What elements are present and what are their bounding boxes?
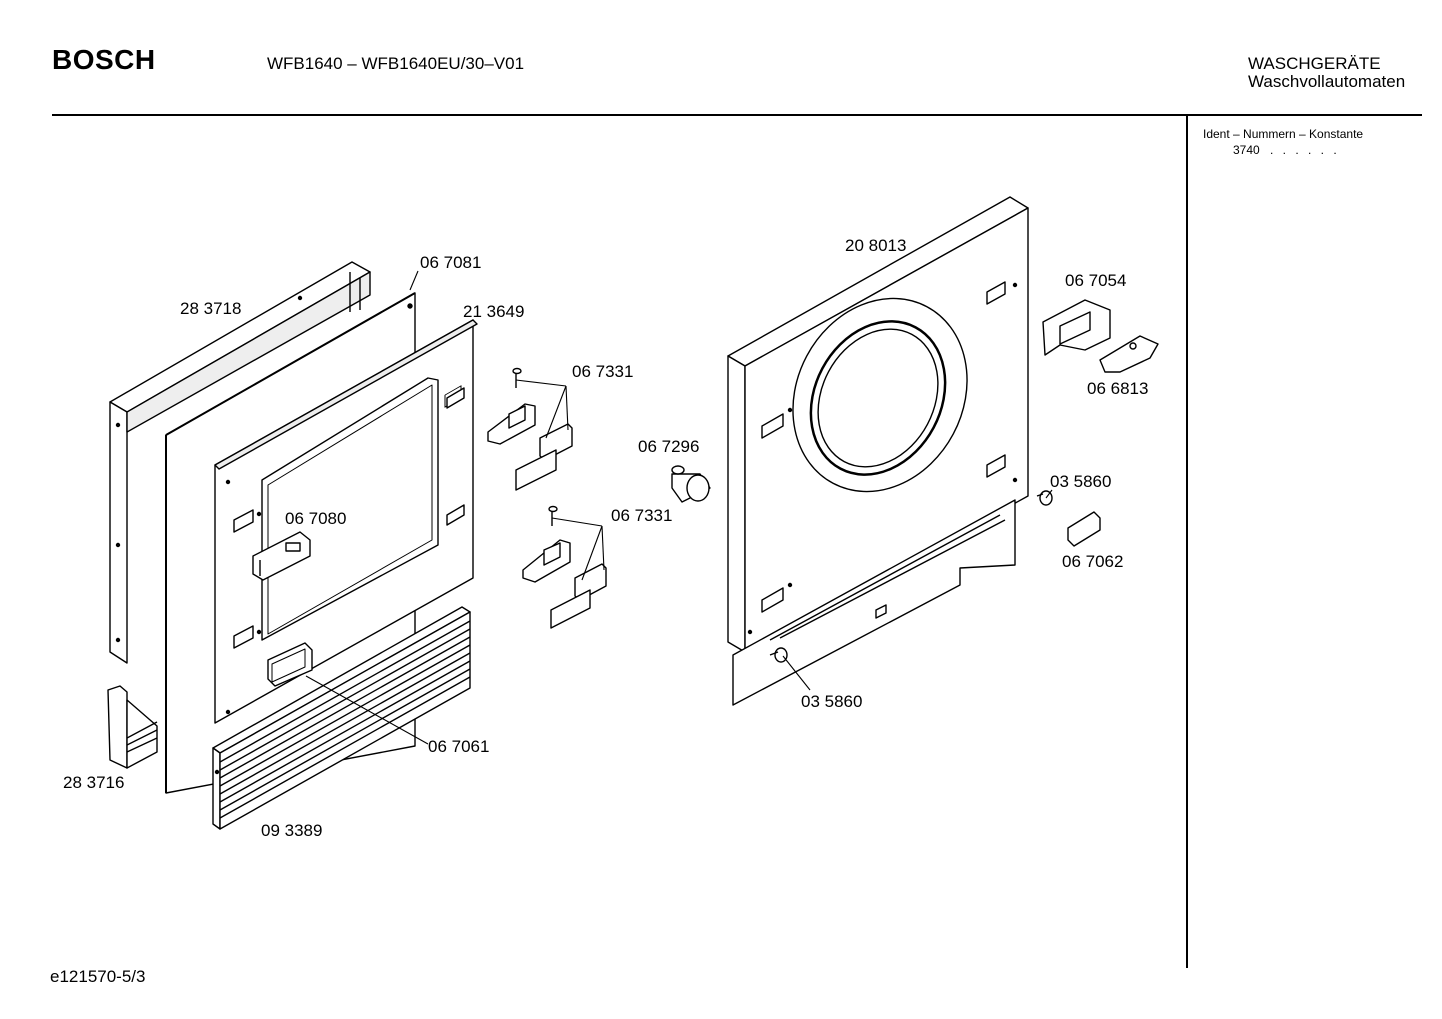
front-panel-part-208013 [727,196,1029,706]
part-label: 06 7331 [611,506,672,525]
latch-part-067080 [252,531,311,581]
plinth-part-093389 [212,606,471,830]
category-title: WASCHGERÄTE [1248,54,1381,73]
part-label: 06 7081 [420,253,481,272]
part-label: 03 5860 [1050,472,1111,491]
leader-lines [305,270,1053,745]
part-label: 28 3718 [180,299,241,318]
header-divider [52,114,1422,116]
ident-title: Ident – Nummern – Konstante [1203,127,1364,141]
model-title: WFB1640 – WFB1640EU/30–V01 [267,54,525,73]
hinge-part-067331-upper [487,367,573,491]
bolt-part-035860-lower [769,647,788,663]
part-label: 06 6813 [1087,379,1148,398]
hinge-part-067331-lower [522,505,607,629]
bracket-part-283716 [107,685,158,769]
part-label: 06 7296 [638,437,699,456]
frame-part-283718 [109,261,371,664]
part-label: 21 3649 [463,302,524,321]
footer-code: e121570-5/3 [50,967,146,986]
cover-part-067062 [1067,511,1101,547]
ident-dots: . . . . . . [1270,143,1340,157]
part-label: 20 8013 [845,236,906,255]
door-part-213649 [214,319,478,724]
ident-value: 3740 [1233,143,1260,157]
part-label: 06 7331 [572,362,633,381]
part-label: 06 7062 [1062,552,1123,571]
knob-part-067296 [671,465,711,503]
hinge-part-067054 [1042,299,1111,356]
part-label: 06 7054 [1065,271,1126,290]
category-subtitle: Waschvollautomaten [1248,72,1406,91]
bracket-part-066813 [1099,335,1159,373]
part-label: 03 5860 [801,692,862,711]
part-label: 28 3716 [63,773,124,792]
brand-logo: BOSCH [52,44,156,75]
part-label: 06 7080 [285,509,346,528]
part-label: 06 7061 [428,737,489,756]
sidebar-divider [1186,116,1188,968]
handle-part-067061 [267,642,313,687]
part-label: 09 3389 [261,821,322,840]
part-labels: 28 3718 06 7081 21 3649 06 7331 06 7296 … [63,236,1148,840]
